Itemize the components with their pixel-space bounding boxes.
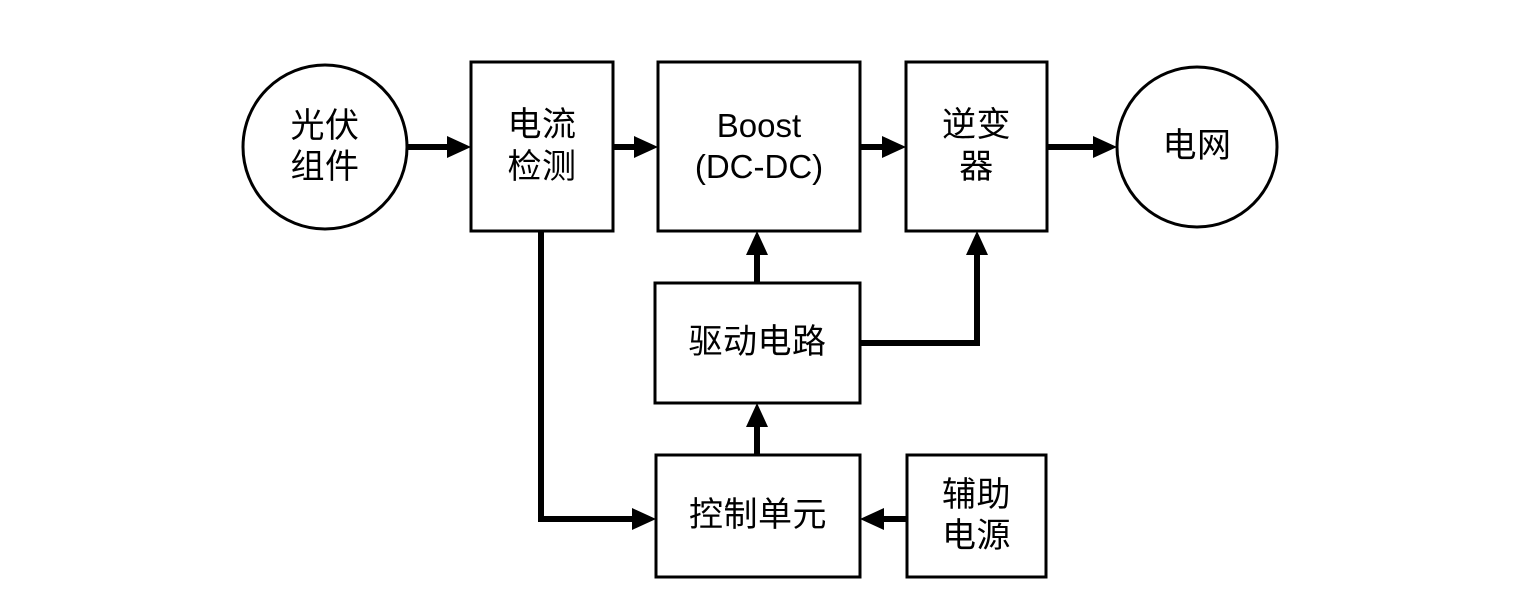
connector-inverter-to-grid bbox=[1047, 136, 1117, 158]
node-auxiliary-power bbox=[905, 453, 1048, 579]
node-inverter bbox=[904, 60, 1049, 233]
connector-auxiliary-power-to-control bbox=[860, 508, 907, 530]
connector-drive-to-boost bbox=[746, 231, 768, 283]
connector-drive-to-inverter bbox=[860, 231, 988, 346]
connector-current-detection-to-control bbox=[538, 231, 656, 530]
node-control-unit bbox=[654, 453, 862, 579]
connector-pv-to-current-detection bbox=[407, 136, 471, 158]
node-drive-circuit bbox=[653, 281, 862, 405]
connector-control-to-drive bbox=[746, 403, 768, 455]
node-boost-dcdc bbox=[656, 60, 862, 233]
node-current-detection bbox=[469, 60, 615, 233]
connector-boost-to-inverter bbox=[860, 136, 906, 158]
connector-current-detection-to-boost bbox=[613, 136, 658, 158]
node-power-grid bbox=[1115, 65, 1279, 229]
node-pv-module bbox=[241, 63, 409, 231]
